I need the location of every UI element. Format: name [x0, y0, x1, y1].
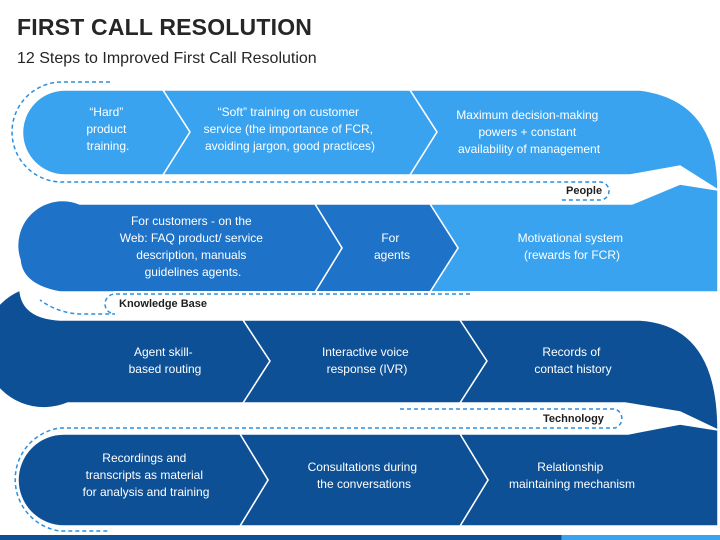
step-10-text: Relationship maintaining mechanism — [509, 460, 635, 491]
step-8-line: response (IVR) — [327, 362, 408, 376]
page-subtitle: 12 Steps to Improved First Call Resoluti… — [17, 50, 317, 67]
step-6-line: guidelines agents. — [145, 265, 242, 279]
step-12-text: Recordings and transcripts as material f… — [83, 451, 210, 499]
step-4-line: Motivational system — [518, 231, 623, 245]
step-10-line: Relationship — [537, 460, 603, 474]
step-3-line: powers + constant — [478, 125, 576, 139]
band-knowledge-base — [103, 291, 600, 316]
step-3-text: Maximum decision-making powers + constan… — [456, 108, 601, 156]
dash-top-arc — [11, 81, 610, 201]
step-2-text: “Soft” training on customer service (the… — [204, 105, 377, 153]
step-3-line: availability of management — [458, 142, 601, 156]
step-12-line: transcripts as material — [86, 468, 203, 482]
step-1-line: training. — [87, 139, 130, 153]
page-title: FIRST CALL RESOLUTION — [17, 14, 313, 40]
step-1-line: “Hard” — [89, 105, 123, 119]
step-3-shape — [408, 89, 719, 192]
step-9-text: Records of contact history — [534, 345, 611, 376]
step-4-text: Motivational system (rewards for FCR) — [518, 231, 627, 262]
step-6-text: For customers - on the Web: FAQ product/… — [120, 214, 267, 279]
step-5-text: For agents — [374, 231, 410, 262]
step-1-text: “Hard” product training. — [86, 105, 129, 153]
step-9-shape — [458, 319, 719, 432]
dash-right-arc-3 — [14, 408, 623, 532]
step-11-line: Consultations during — [308, 460, 417, 474]
step-5-line: agents — [374, 248, 410, 262]
step-7-text: Agent skill- based routing — [129, 345, 202, 376]
category-knowledge-base-label: Knowledge Base — [119, 298, 207, 310]
step-7-shape — [0, 288, 271, 409]
step-6-line: For customers - on the — [131, 214, 252, 228]
bottom-accent-bar — [0, 535, 720, 540]
step-2-line: “Soft” training on customer — [218, 105, 359, 119]
step-12-line: Recordings and — [102, 451, 186, 465]
step-12-line: for analysis and training — [83, 485, 210, 499]
step-3-line: Maximum decision-making — [456, 108, 598, 122]
band-people — [110, 178, 624, 202]
step-4-line: (rewards for FCR) — [524, 248, 620, 262]
step-8-text: Interactive voice response (IVR) — [322, 345, 412, 376]
step-7-line: based routing — [129, 362, 202, 376]
step-2-line: service (the importance of FCR, — [204, 122, 373, 136]
step-10-line: maintaining mechanism — [509, 477, 635, 491]
step-1-line: product — [86, 122, 127, 136]
step-1-shape — [21, 89, 191, 176]
step-12-shape — [17, 433, 269, 527]
step-11-text: Consultations during the conversations — [308, 460, 421, 491]
category-people-label: People — [566, 185, 602, 197]
step-8-line: Interactive voice — [322, 345, 409, 359]
step-11-line: the conversations — [317, 477, 411, 491]
band-technology — [110, 405, 627, 430]
step-9-line: contact history — [534, 362, 611, 376]
step-6-line: description, manuals — [136, 248, 246, 262]
step-5-line: For — [381, 231, 399, 245]
step-7-line: Agent skill- — [134, 345, 193, 359]
step-6-shape — [16, 199, 343, 293]
category-technology-label: Technology — [543, 413, 605, 425]
step-10-shape — [458, 423, 719, 527]
step-2-line: avoiding jargon, good practices) — [205, 139, 375, 153]
step-6-line: Web: FAQ product/ service — [120, 231, 263, 245]
dash-left-arc-2 — [39, 293, 470, 315]
step-9-line: Records of — [542, 345, 601, 359]
